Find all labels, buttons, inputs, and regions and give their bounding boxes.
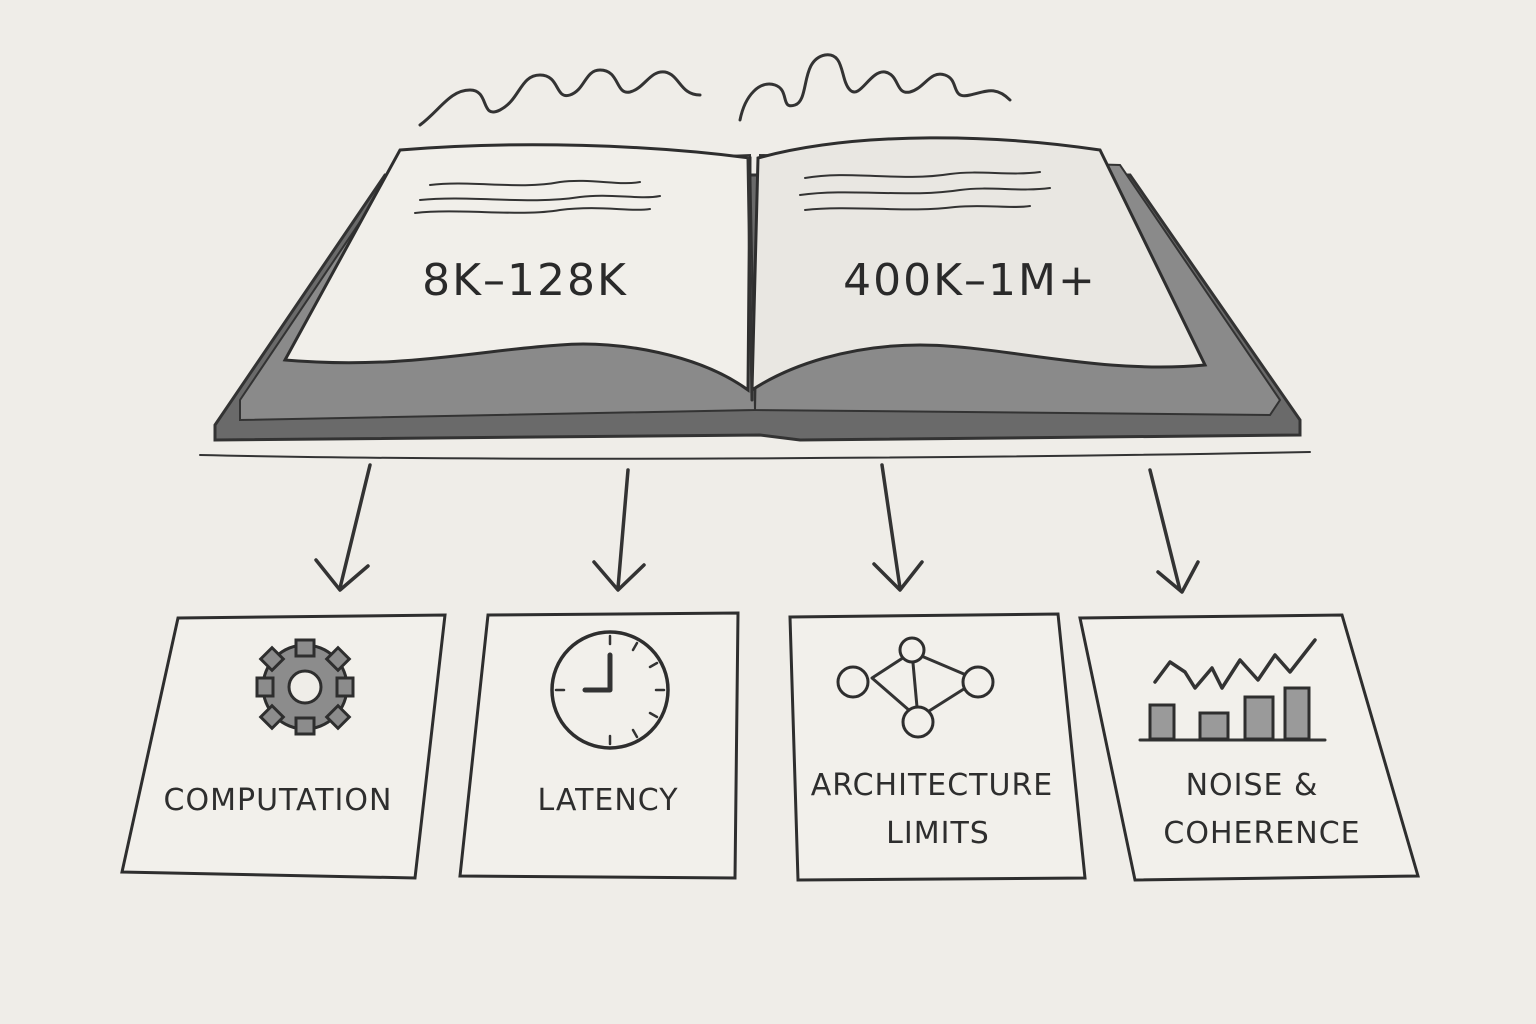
card-architecture-limits: ARCHITECTURE LIMITS	[788, 612, 1087, 882]
book-spine	[746, 156, 754, 402]
arrows	[314, 463, 1200, 594]
right-page-scribbles	[799, 171, 1051, 211]
network-graph-icon	[836, 636, 995, 739]
arrow-noise	[1148, 468, 1200, 594]
card-computation: COMPUTATION	[120, 613, 447, 880]
card-noise-label-line1: NOISE &	[1186, 768, 1319, 803]
right-page	[750, 136, 1208, 393]
card-architecture-label-line2: LIMITS	[886, 816, 990, 851]
left-page-label: 8K–128K	[422, 255, 628, 306]
clock-icon	[550, 630, 670, 750]
card-noise-coherence: NOISE & COHERENCE	[1078, 613, 1420, 882]
right-page-label: 400K–1M+	[843, 255, 1097, 306]
left-page-scribbles	[414, 179, 661, 214]
arrow-architecture	[872, 463, 924, 592]
bar-line-chart-icon	[1138, 638, 1327, 742]
card-computation-label: COMPUTATION	[164, 783, 393, 818]
open-book: 8K–128K 400K–1M+	[199, 136, 1311, 460]
card-latency: LATENCY	[458, 611, 740, 880]
arrow-computation	[314, 463, 372, 592]
left-page	[282, 143, 752, 393]
gear-icon	[255, 638, 355, 736]
arrow-latency	[592, 468, 646, 592]
card-latency-label: LATENCY	[537, 783, 678, 818]
squiggle-decoration	[418, 53, 1012, 127]
card-noise-label-line2: COHERENCE	[1163, 816, 1360, 851]
book-shadow	[199, 451, 1311, 460]
card-architecture-label-line1: ARCHITECTURE	[811, 768, 1054, 803]
